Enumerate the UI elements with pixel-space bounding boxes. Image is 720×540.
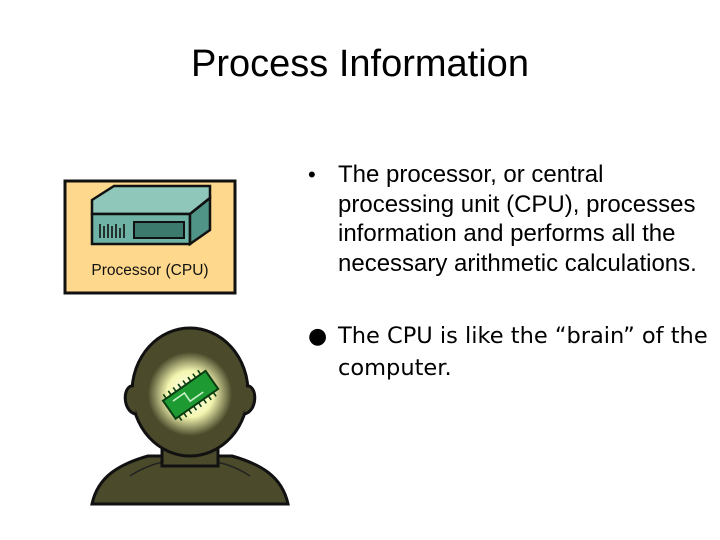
head-with-chip-illustration <box>90 326 290 506</box>
bullet-item: ● The CPU is like the “brain” of the com… <box>300 320 710 384</box>
bullet-text: The CPU is like the “brain” of the compu… <box>338 323 708 381</box>
processor-card-label: Processor (CPU) <box>91 262 208 279</box>
bullet-list: • The processor, or central processing u… <box>300 160 710 384</box>
cpu-device-icon <box>90 184 212 247</box>
bullet-text: The processor, or central processing uni… <box>338 161 697 277</box>
bullet-item: • The processor, or central processing u… <box>300 160 710 278</box>
processor-card-illustration: Processor (CPU) <box>63 179 237 295</box>
bullet-marker: ● <box>308 324 328 349</box>
microchip-icon <box>161 369 220 422</box>
slide-title: Process Information <box>191 43 529 85</box>
bullet-marker: • <box>308 162 316 187</box>
